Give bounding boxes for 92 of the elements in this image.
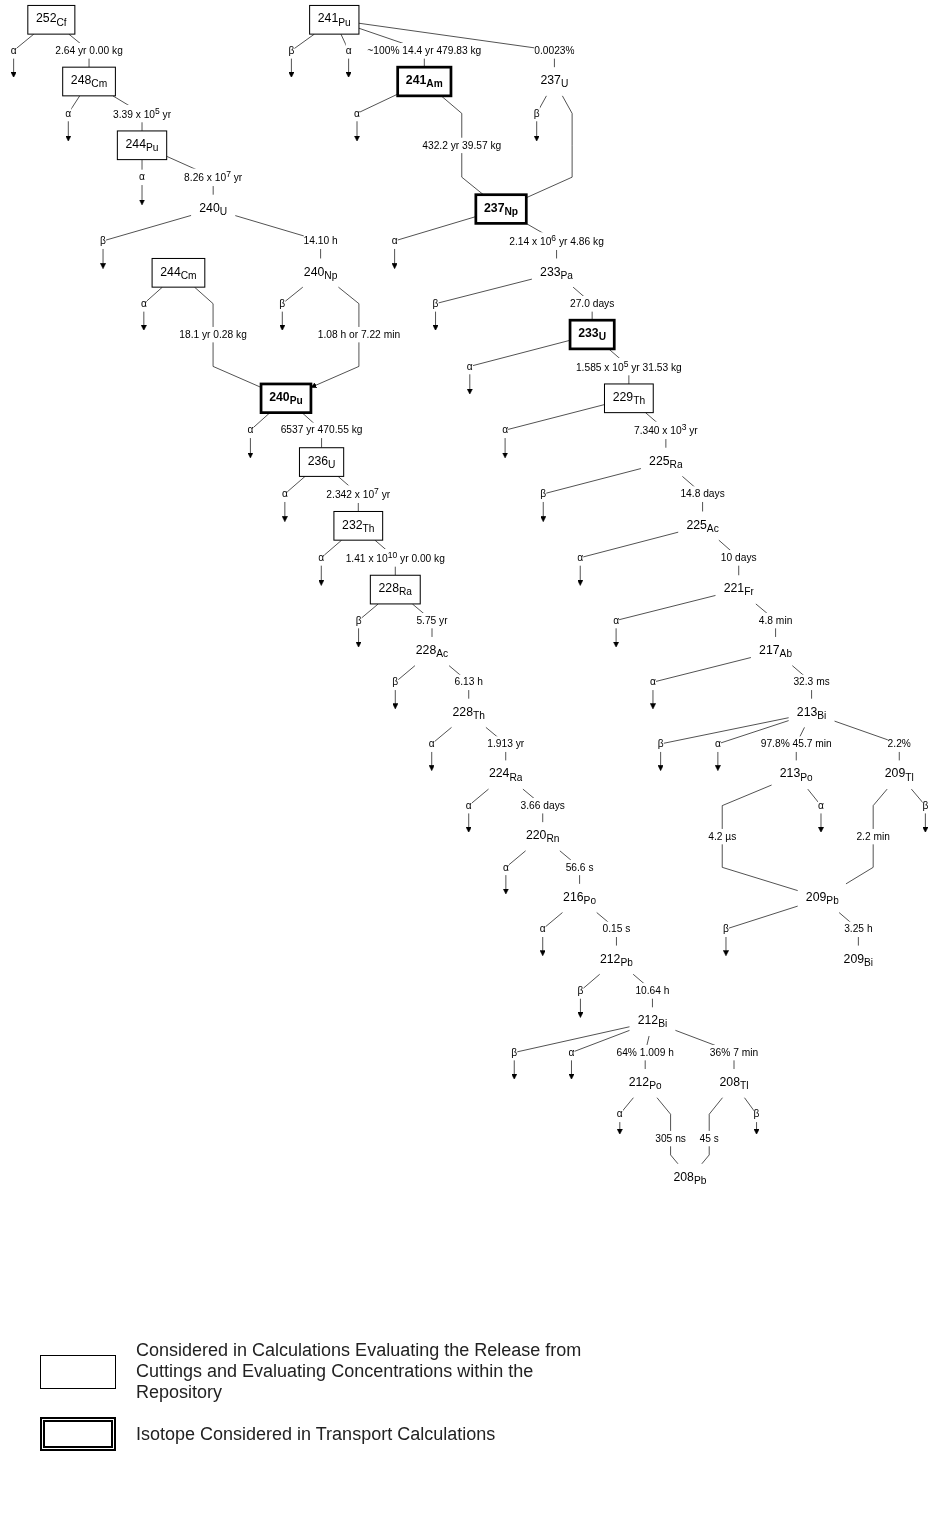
isotope-label: 209$_{Pb}$: [805, 890, 839, 907]
isotope-label: 208$_{Tl}$: [719, 1075, 749, 1092]
edge-label: 2.64 yr 0.00 kg: [55, 43, 123, 59]
edge-label: 27.0 days: [570, 296, 615, 312]
isotope-box: 232$_{Th}$: [333, 511, 384, 541]
edge-label: β: [753, 1106, 760, 1122]
edge-label: β: [100, 233, 106, 249]
edge-label: β: [577, 983, 584, 999]
edge-label: 4.2 µs: [708, 828, 737, 845]
edge-label: 32.3 ms: [793, 674, 830, 690]
isotope-label: 240$_{Np}$: [303, 264, 338, 281]
isotope-label: 213$_{Bi}$: [796, 704, 827, 721]
edge-label: 2.14 x 10$^{6}$ yr 4.86 kg: [509, 232, 604, 250]
isotope-label: 212$_{Bi}$: [637, 1013, 668, 1030]
edge-label: 6537 yr 470.55 kg: [280, 422, 363, 438]
edge-label: ~100% 14.4 yr 479.83 kg: [367, 43, 482, 59]
edge-label: 2.2 min: [856, 828, 890, 845]
transport-isotope-box: 237$_{Np}$: [474, 193, 528, 225]
isotope-label: 209$_{Tl}$: [884, 766, 914, 783]
edge-label: 97.8% 45.7 min: [760, 736, 832, 752]
edge-label: 10 days: [720, 550, 757, 566]
edge-label: α: [345, 43, 352, 59]
edge-label: β: [723, 921, 729, 937]
edge-label: 305 ns: [655, 1130, 686, 1147]
edge-label: 8.26 x 10$^{7}$ yr: [184, 168, 243, 186]
edge-label: α: [139, 169, 145, 185]
isotope-label: 212$_{Pb}$: [599, 951, 633, 968]
edge-label: 0.15 s: [602, 921, 631, 937]
isotope-label: 217$_{Ab}$: [759, 643, 793, 660]
edge-label: 14.8 days: [680, 486, 725, 502]
edge-label: 0.0023%: [534, 43, 575, 59]
edge-label: α: [65, 105, 72, 122]
edge-label: 2.2%: [887, 736, 911, 752]
edge-label: β: [279, 296, 286, 312]
isotope-label: 225$_{Ac}$: [686, 517, 719, 534]
isotope-box: 229$_{Th}$: [604, 383, 654, 414]
edge-label: 3.25 h: [844, 921, 873, 937]
edge-label: 36% 7 min: [709, 1044, 759, 1061]
edge-label: 10.64 h: [635, 983, 670, 999]
decay-line: [834, 720, 900, 761]
edge-label: 3.66 days: [520, 797, 565, 814]
isotope-box: 248$_{Cm}$: [62, 66, 116, 97]
decay-line: [721, 784, 799, 891]
edge-label: 6.13 h: [454, 674, 483, 690]
isotope-label: 224$_{Ra}$: [488, 766, 523, 783]
edge-label: β: [288, 43, 295, 59]
isotope-box: 244$_{Cm}$: [151, 257, 206, 288]
edge-label: 1.08 h or 7.22 min: [317, 326, 401, 343]
edge-label: β: [657, 736, 664, 752]
edge-label: 64% 1.009 h: [616, 1044, 674, 1061]
edge-label: 56.6 s: [565, 859, 594, 875]
edge-label: 1.41 x 10$^{10}$ yr 0.00 kg: [345, 549, 445, 567]
transport-isotope-box: 233$_{U}$: [568, 318, 616, 351]
edge-label: β: [392, 674, 399, 690]
isotope-label: 221$_{Fr}$: [723, 581, 754, 598]
legend-text: Considered in Calculations Evaluating the Release from Cuttings and Evaluating Concentrations within the Repository: [136, 1340, 583, 1403]
edge-label: 14.10 h: [303, 233, 338, 249]
isotope-label: 209$_{Bi}$: [843, 951, 874, 968]
isotope-box: 241$_{Pu}$: [309, 4, 360, 35]
isotope-label: 220$_{Rn}$: [525, 828, 560, 845]
edge-label: 3.39 x 10$^{5}$ yr: [112, 104, 172, 123]
edge-label: β: [533, 105, 540, 122]
isotope-box: 244$_{Pu}$: [116, 130, 168, 161]
decay-line: [845, 788, 888, 885]
edge-label: 1.913 yr: [487, 736, 525, 752]
edge-label: β: [540, 486, 547, 502]
isotope-box: 236$_{U}$: [298, 447, 345, 477]
edge-label: 7.340 x 10$^{3}$ yr: [633, 421, 698, 439]
isotope-label: 228$_{Th}$: [452, 704, 485, 721]
transport-isotope-box: 240$_{Pu}$: [259, 382, 313, 414]
isotope-label: 216$_{Po}$: [563, 890, 597, 907]
isotope-label: 225$_{Ra}$: [649, 453, 683, 470]
isotope-label: 237$_{U}$: [540, 73, 569, 90]
isotope-label: 212$_{Po}$: [628, 1075, 662, 1092]
isotope-label: 208$_{Pb}$: [673, 1169, 707, 1186]
decay-line: [194, 286, 262, 388]
isotope-box: 228$_{Ra}$: [369, 574, 421, 605]
edge-label: 45 s: [699, 1130, 719, 1147]
legend-text: Isotope Considered in Transport Calculations: [136, 1423, 496, 1445]
edge-label: 2.342 x 10$^{7}$ yr: [326, 485, 391, 503]
edge-label: β: [432, 296, 439, 312]
edge-label: 432.2 yr 39.57 kg: [422, 137, 502, 153]
edge-label: 1.585 x 10$^{5}$ yr 31.53 kg: [575, 357, 682, 376]
edge-label: 4.8 min: [758, 612, 793, 629]
isotope-label: 213$_{Po}$: [779, 766, 813, 783]
isotope-box: 252$_{Cf}$: [27, 4, 76, 35]
isotope-label: 233$_{Pa}$: [540, 264, 574, 281]
isotope-label: 240$_{U}$: [199, 200, 228, 217]
transport-isotope-box: 241$_{Am}$: [396, 65, 453, 98]
isotope-label: 228$_{Ac}$: [415, 643, 449, 660]
edge-label: 5.75 yr: [416, 612, 448, 629]
edge-label: 18.1 yr 0.28 kg: [179, 326, 247, 343]
